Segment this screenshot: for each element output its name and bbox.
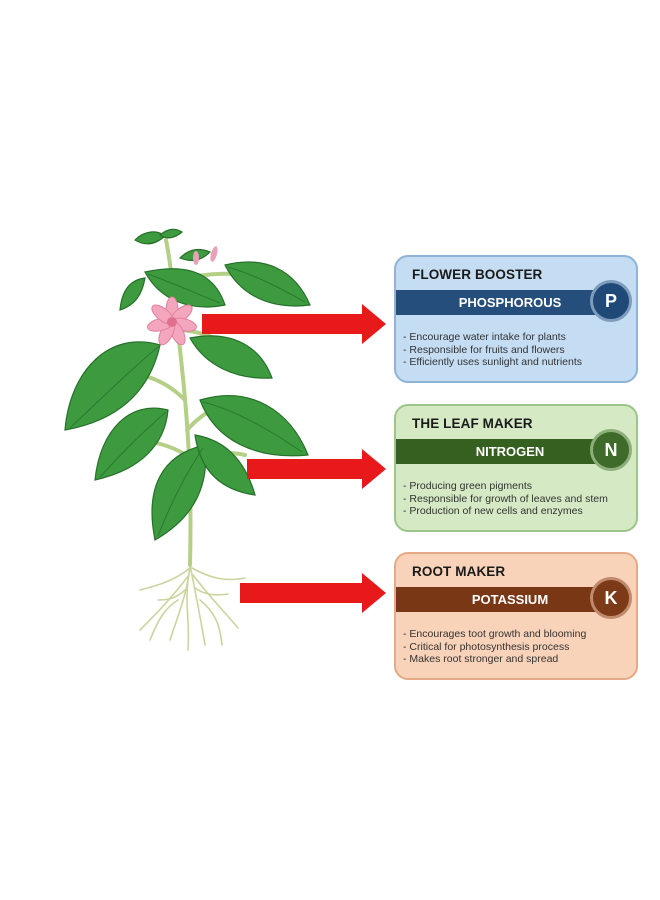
arrow-nitrogen — [247, 449, 386, 489]
list-item: Critical for photosynthesis process — [403, 641, 586, 654]
nutrient-band: PHOSPHOROUS — [396, 290, 606, 315]
card-title: FLOWER BOOSTER — [412, 267, 543, 282]
list-item: Makes root stronger and spread — [403, 653, 586, 666]
buds — [193, 246, 218, 265]
roots — [139, 564, 246, 651]
benefit-list: Encourage water intake for plants Respon… — [403, 331, 582, 369]
list-item: Encourages toot growth and blooming — [403, 628, 586, 641]
leaf — [134, 231, 166, 245]
flower — [147, 296, 197, 346]
list-item: Responsible for fruits and flowers — [403, 344, 582, 357]
benefit-list: Encourages toot growth and blooming Crit… — [403, 628, 586, 666]
list-item: Encourage water intake for plants — [403, 331, 582, 344]
nutrient-band: POTASSIUM — [396, 587, 606, 612]
benefit-list: Producing green pigments Responsible for… — [403, 480, 608, 518]
leaves — [64, 228, 311, 541]
nutrient-band: NITROGEN — [396, 439, 606, 464]
arrow-icon — [247, 449, 386, 489]
card-title: ROOT MAKER — [412, 564, 506, 579]
element-badge: P — [590, 280, 632, 322]
list-item: Producing green pigments — [403, 480, 608, 493]
leaf — [194, 434, 256, 496]
leaf — [119, 277, 146, 311]
list-item: Efficiently uses sunlight and nutrients — [403, 356, 582, 369]
leaf — [159, 228, 183, 239]
arrow-icon — [240, 573, 386, 613]
leaf-veins — [69, 266, 306, 537]
card-nitrogen: THE LEAF MAKER NITROGEN N Producing gree… — [394, 404, 638, 532]
element-badge: N — [590, 429, 632, 471]
arrow-phosphorous — [202, 304, 386, 344]
leaf — [151, 444, 207, 541]
leaf — [64, 341, 161, 431]
leaf — [189, 335, 273, 379]
card-potassium: ROOT MAKER POTASSIUM K Encourages toot g… — [394, 552, 638, 680]
list-item: Responsible for growth of leaves and ste… — [403, 493, 607, 506]
leaf — [199, 395, 309, 457]
card-phosphorous: FLOWER BOOSTER PHOSPHOROUS P Encourage w… — [394, 255, 638, 383]
arrow-icon — [202, 304, 386, 344]
arrow-potassium — [240, 573, 386, 613]
element-badge: K — [590, 577, 632, 619]
card-title: THE LEAF MAKER — [412, 416, 533, 431]
leaf — [224, 261, 311, 307]
list-item: Production of new cells and enzymes — [403, 505, 608, 518]
